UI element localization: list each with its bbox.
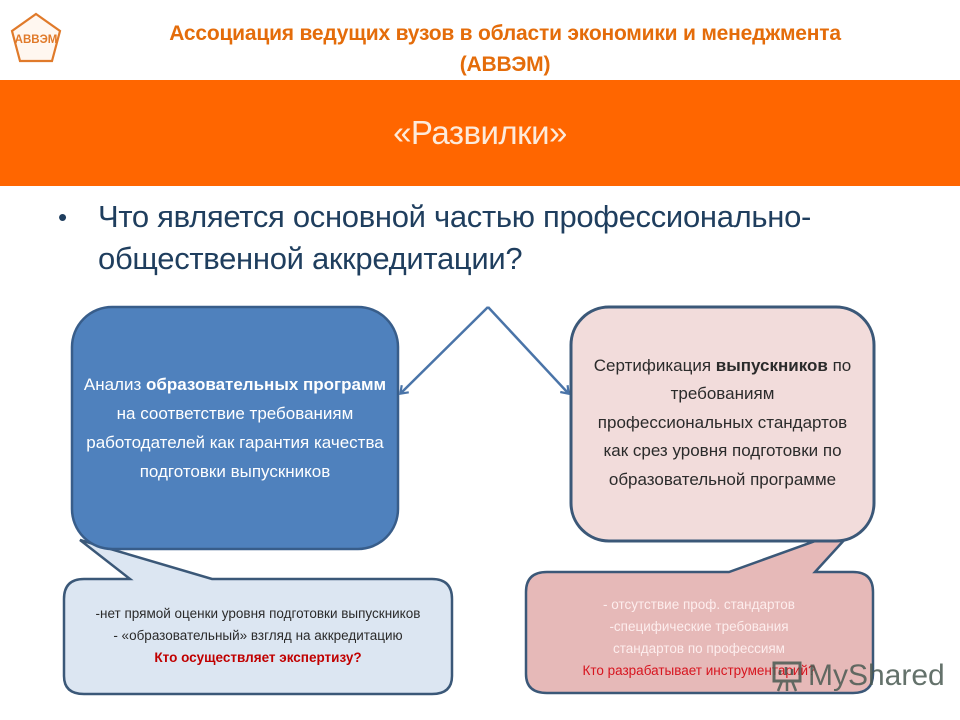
fork-arrows-icon [398, 306, 570, 396]
organization-title-line2: (АВВЭМ) [459, 53, 551, 76]
left-callout-line1: -нет прямой оценки уровня подготовки вып… [95, 606, 421, 621]
organization-title: Ассоциация ведущих вузов в области эконо… [100, 18, 910, 80]
question-text: Что является основной частью профессиона… [98, 199, 812, 276]
right-callout-text: - отсутствие проф. стандартов -специфиче… [529, 585, 869, 691]
watermark-text: MyShared [808, 659, 945, 692]
right-option-text-post: по требованиям профессиональных стандарт… [597, 355, 852, 489]
title-band: «Развилки» [0, 80, 960, 186]
pentagon-logo-icon: АВВЭМ [10, 12, 62, 63]
left-callout-shape [62, 538, 454, 696]
left-option-text: Анализ образовательных программ на соотв… [76, 311, 394, 545]
right-callout-line2: -специфические требования стандартов по … [609, 619, 789, 656]
right-option-text-pre: Сертификация [593, 355, 716, 375]
left-option-text-post: на соответствие требованиям работодателе… [86, 404, 384, 481]
bullet-icon: • [58, 202, 68, 232]
question-bullet-item: • Что является основной частью профессио… [56, 196, 916, 280]
right-callout-question: Кто разрабатывает инструментарий? [582, 663, 816, 678]
left-option-text-pre: Анализ [83, 375, 146, 394]
watermark: MyShared [770, 658, 945, 694]
avvem-logo: АВВЭМ [8, 10, 64, 66]
organization-title-line1: Ассоциация ведущих вузов в области эконо… [169, 22, 841, 45]
logo-text: АВВЭМ [15, 34, 58, 46]
left-callout-question: Кто осуществляет экспертизу? [154, 650, 362, 665]
left-option-box [70, 305, 400, 551]
right-callout-line1: - отсутствие проф. стандартов [603, 597, 795, 612]
right-callout-shape [524, 524, 875, 695]
right-option-text: Сертификация выпускников по требованиям … [575, 309, 870, 537]
presentation-board-icon [772, 661, 802, 692]
slide-title: «Развилки» [393, 114, 567, 151]
left-option-text-bold: образовательных программ [146, 375, 387, 394]
left-callout-line2: - «образовательный» взгляд на аккредитац… [113, 628, 403, 643]
right-option-box [569, 305, 876, 543]
left-callout-text: -нет прямой оценки уровня подготовки вып… [68, 582, 448, 690]
right-option-text-bold: выпускников [715, 355, 828, 375]
